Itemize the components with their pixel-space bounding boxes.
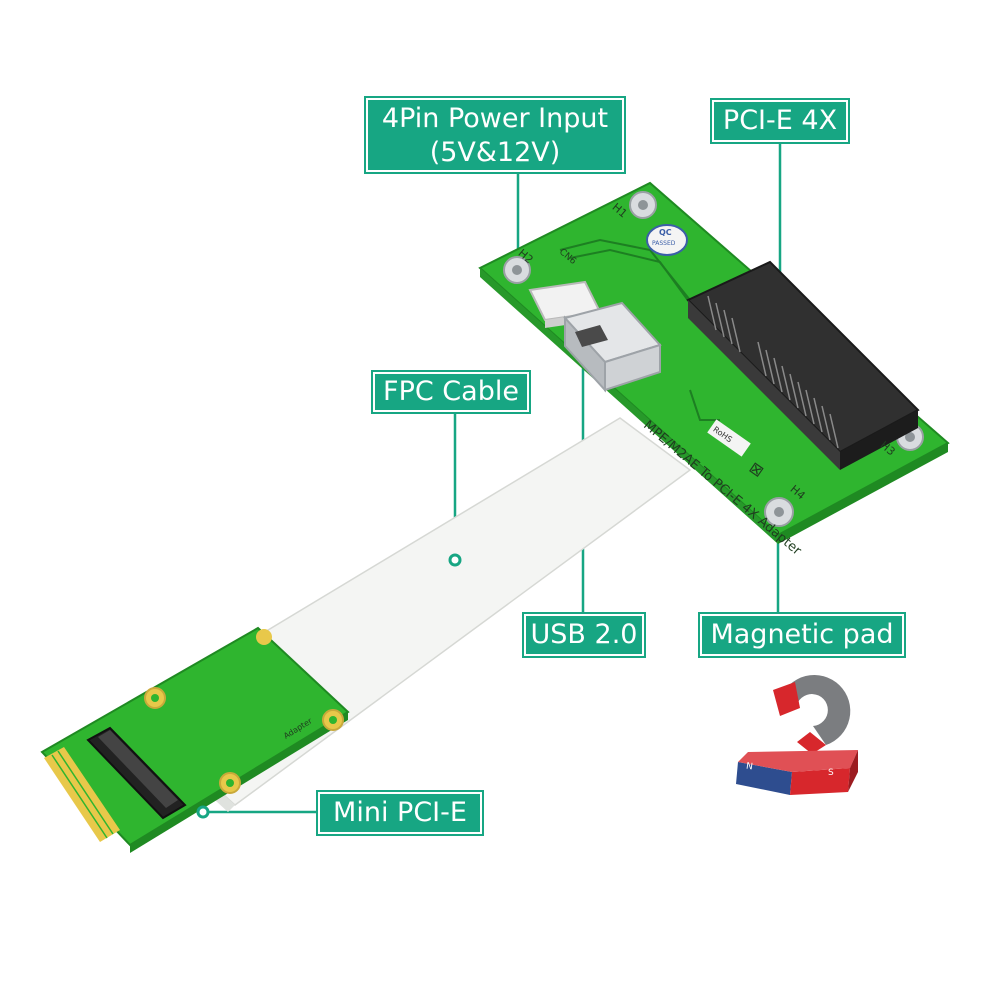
rohs-mark — [707, 419, 751, 457]
gold-finger-gaps — [51, 750, 114, 839]
adapter-pcb-edge-left — [480, 268, 778, 544]
callout-usb: USB 2.0 — [524, 614, 644, 656]
pcie-4x-slot — [686, 260, 920, 470]
callout-fpc-cable: FPC Cable — [373, 372, 529, 412]
magnet-south-text: S — [828, 768, 834, 778]
pcb-trace — [689, 389, 720, 421]
mini-pcie-card — [40, 626, 350, 853]
horseshoe-magnet-icon — [773, 674, 851, 754]
fpc-pointer-dot — [448, 553, 462, 567]
callout-power-line1: 4Pin Power Input — [381, 103, 609, 134]
mounting-hole-h1 — [629, 191, 657, 219]
callout-mini-pcie: Mini PCI-E — [318, 792, 482, 834]
mount-pad — [256, 629, 272, 645]
callout-magnetic-pad: Magnetic pad — [700, 614, 904, 656]
callout-pcie4x: PCI-E 4X — [712, 100, 848, 142]
usb-port — [563, 301, 662, 393]
mounting-hole-h2 — [503, 256, 531, 284]
qc-passed-text: PASSED — [652, 240, 676, 247]
adapter-pcb-edge — [778, 443, 948, 544]
pcb-trace — [569, 248, 696, 311]
qc-sticker — [646, 224, 688, 256]
mini-pcie-pointer-dot — [196, 805, 210, 819]
pcie-adapter-board: ⊠ — [478, 181, 950, 544]
fpc-connector — [86, 726, 187, 820]
mounting-hole-h4 — [764, 497, 794, 527]
callout-power-line2: (5V&12V) — [429, 137, 561, 168]
callout-power-input: 4Pin Power Input (5V&12V) — [366, 98, 624, 172]
magnet-north-text: N — [745, 761, 754, 773]
bar-magnet-icon — [736, 750, 858, 795]
qc-text: QC — [659, 228, 672, 237]
